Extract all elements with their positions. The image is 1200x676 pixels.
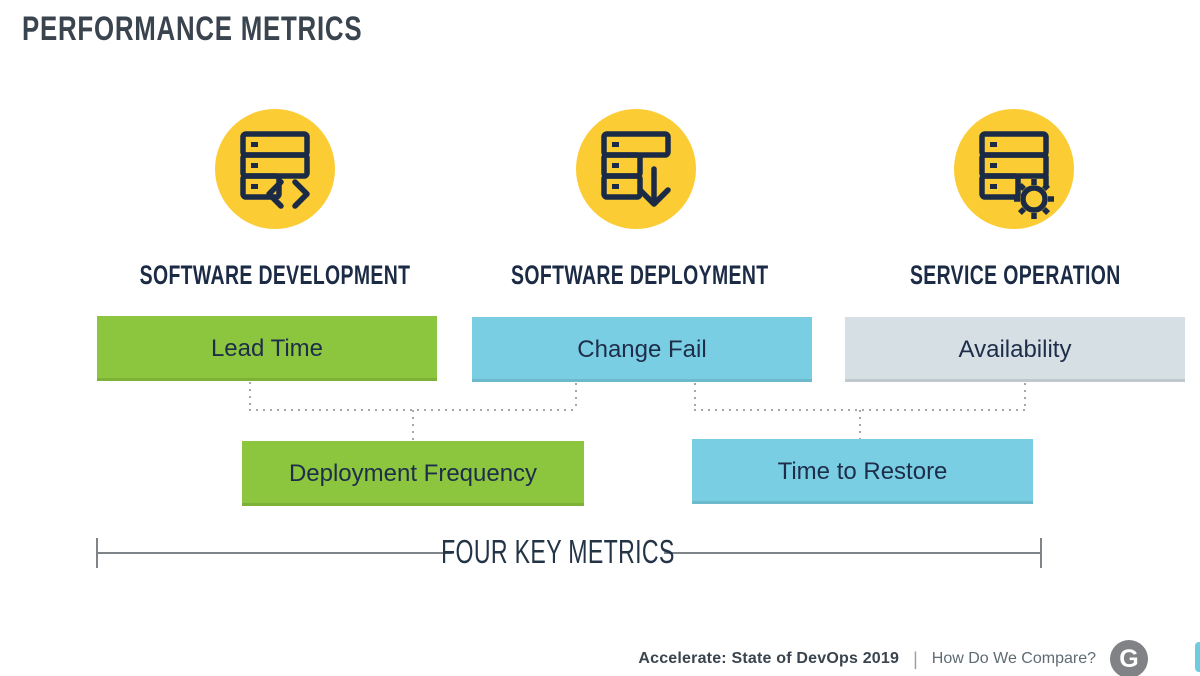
edge-accent-bar	[1195, 642, 1200, 672]
metric-label: Change Fail	[577, 335, 707, 363]
metric-box-time-to-restore: Time to Restore	[692, 439, 1033, 504]
metric-label: Lead Time	[210, 334, 324, 362]
server-code-icon	[215, 109, 335, 229]
metric-box-lead-time: Lead Time	[97, 316, 437, 381]
column-header-software-deployment: SOFTWARE DEPLOYMENT	[511, 260, 769, 290]
footer-source: Accelerate: State of DevOps 2019	[638, 650, 900, 667]
metric-label: Deployment Frequency	[288, 459, 538, 487]
page-title: PERFORMANCE METRICS	[22, 10, 363, 48]
metric-label: Availability	[958, 335, 1072, 363]
footer: Accelerate: State of DevOps 2019 | How D…	[638, 640, 1148, 676]
google-logo-icon: G	[1110, 640, 1148, 676]
column-header-software-development: SOFTWARE DEVELOPMENT	[139, 260, 411, 290]
four-key-metrics-label: FOUR KEY METRICS	[441, 533, 675, 570]
metric-box-change-fail: Change Fail	[472, 317, 812, 382]
metric-label: Time to Restore	[777, 457, 948, 485]
footer-question: How Do We Compare?	[931, 650, 1096, 667]
footer-separator: |	[913, 648, 918, 669]
server-gear-icon	[954, 109, 1074, 229]
column-header-service-operation: SERVICE OPERATION	[909, 260, 1121, 290]
server-download-icon	[576, 109, 696, 229]
metric-box-deployment-frequency: Deployment Frequency	[242, 441, 584, 506]
metric-box-availability: Availability	[845, 317, 1185, 382]
